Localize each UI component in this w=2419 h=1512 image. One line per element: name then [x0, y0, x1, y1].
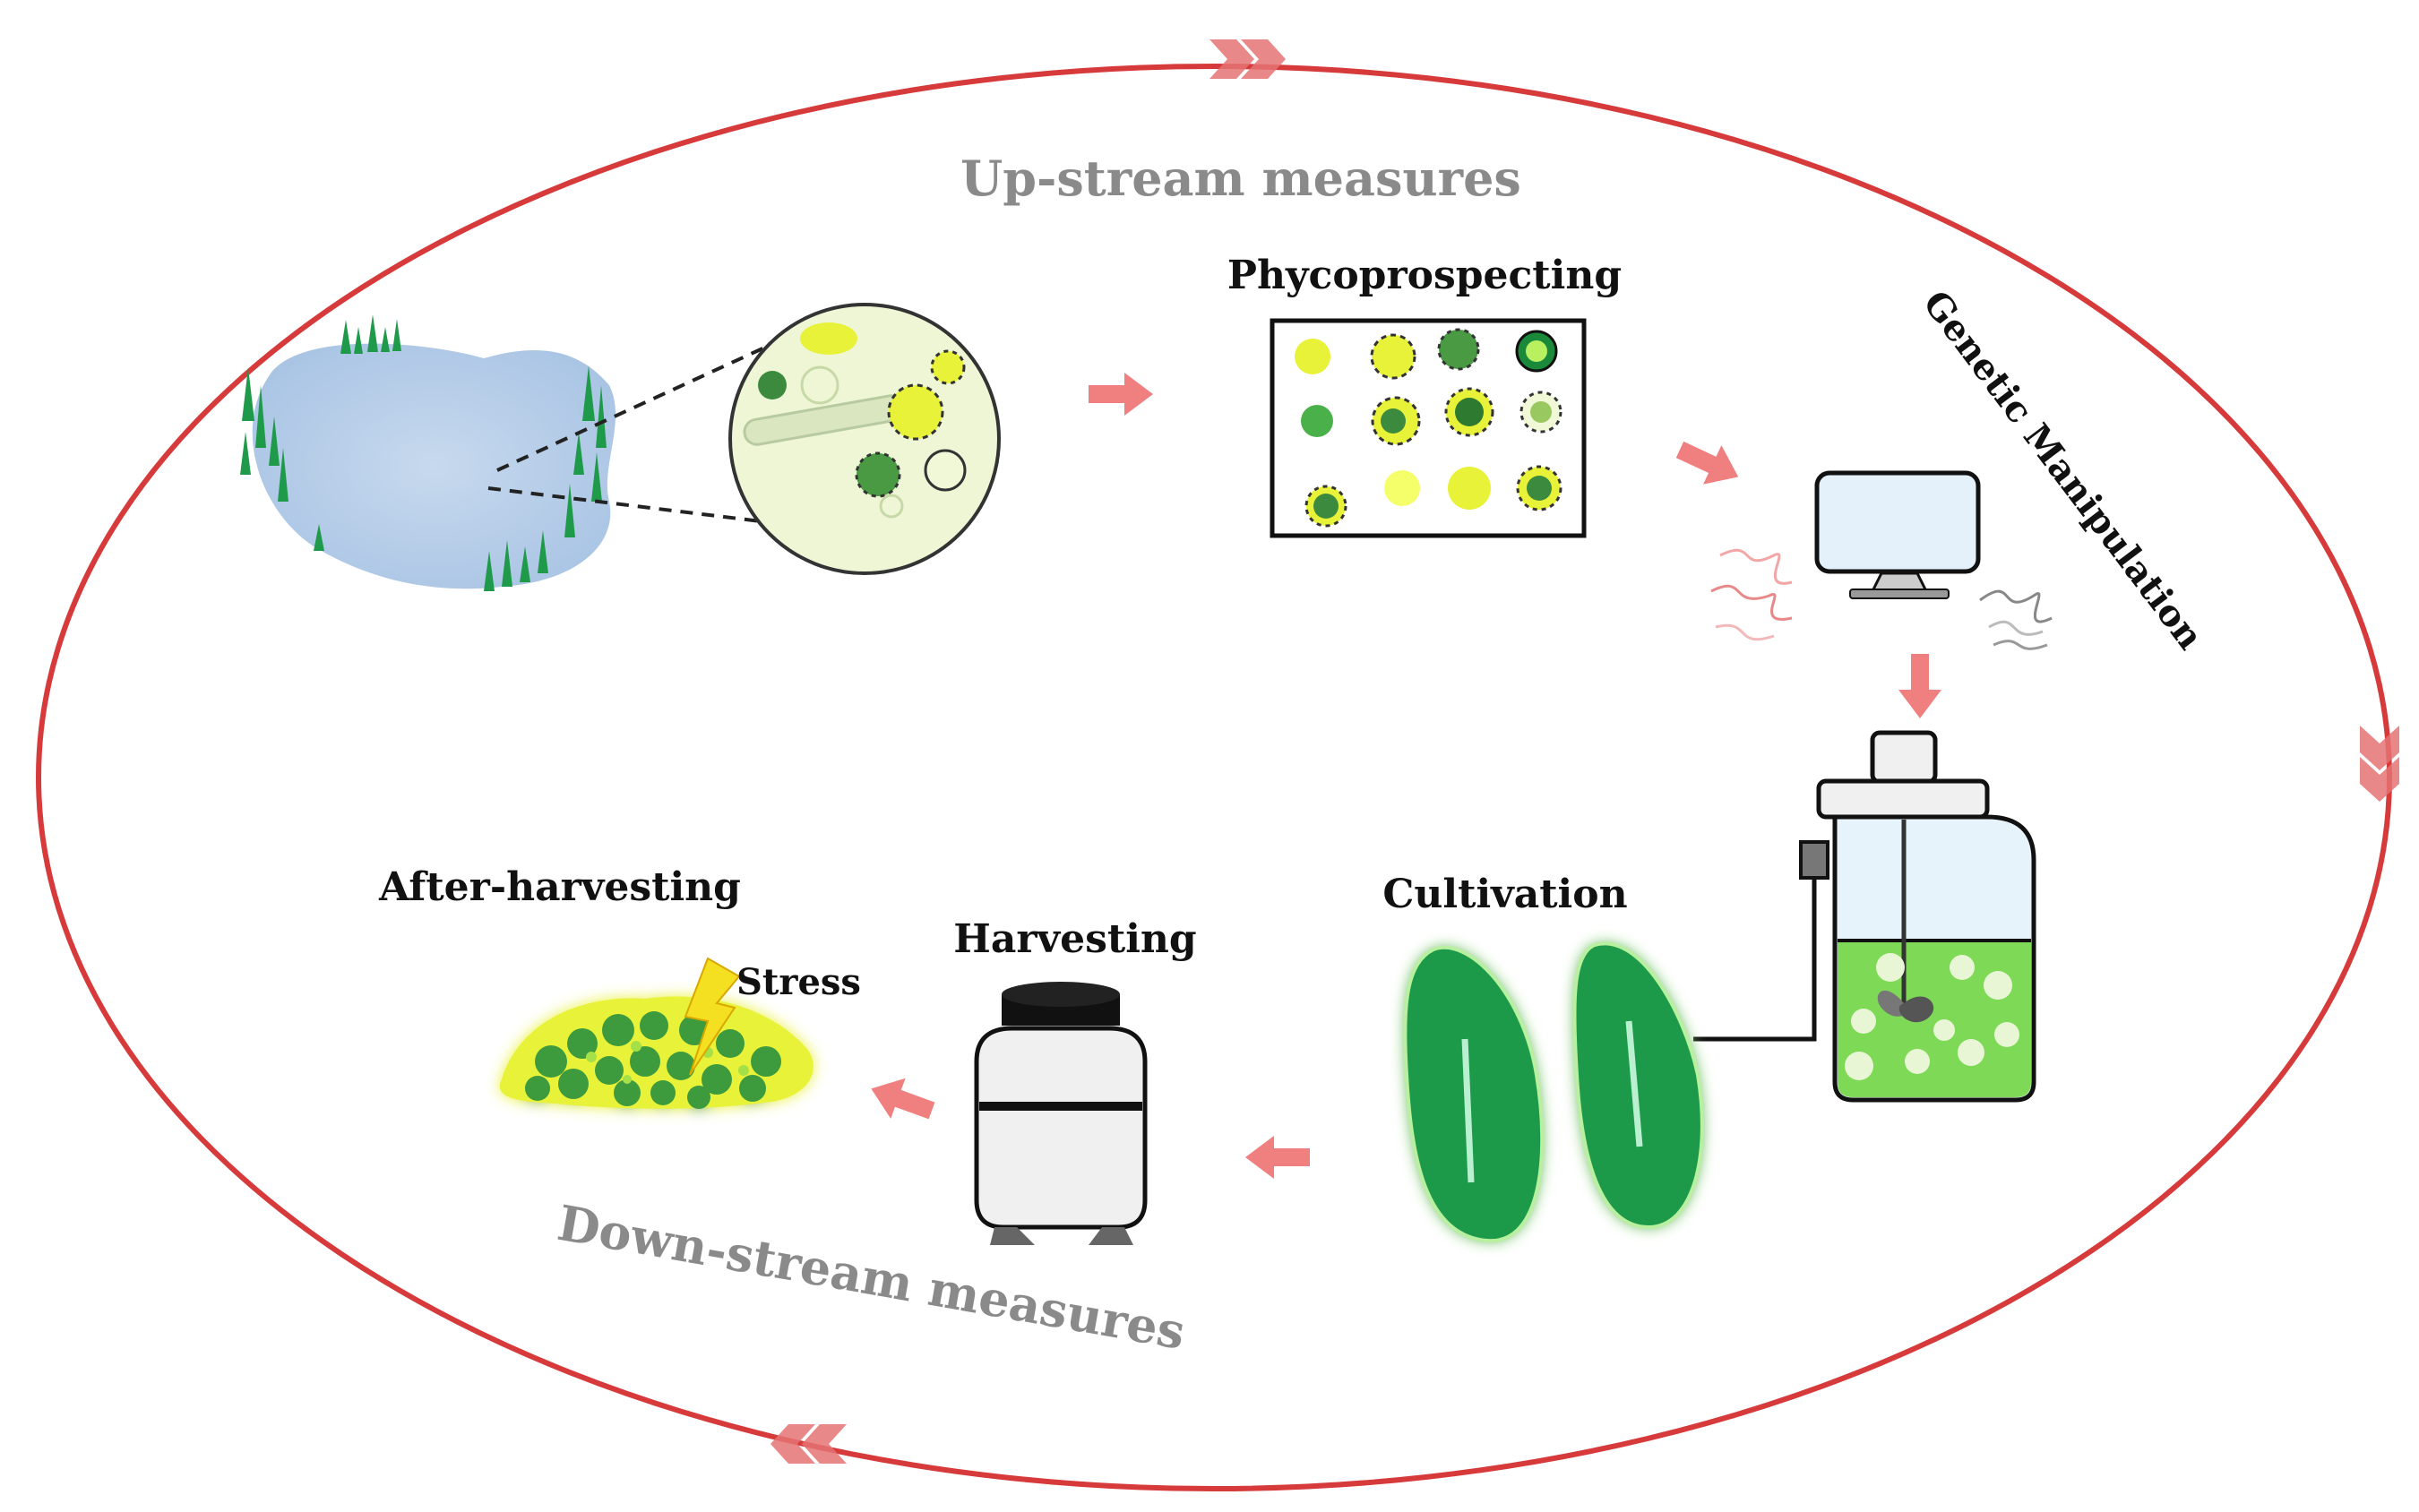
chevron-right-icon: [1210, 39, 1286, 79]
cultivation-label: Cultivation: [1382, 872, 1627, 917]
arrow-down-right-icon: [1675, 441, 1739, 485]
centrifuge-icon: [974, 982, 1148, 1245]
chevron-left-icon: [770, 1424, 847, 1464]
dna-strand-icon: [1710, 548, 1793, 641]
dna-strand-icon: [1979, 589, 2053, 650]
phycoprospecting-label: Phycoprospecting: [1227, 253, 1622, 298]
pond-illustration: [240, 314, 616, 591]
after-harvesting-label: After-harvesting: [378, 864, 741, 910]
algae-cluster-icon: [499, 996, 814, 1109]
zoom-line: [496, 343, 771, 472]
computer-monitor-icon: [1814, 470, 1981, 599]
arrow-left-icon: [871, 1078, 935, 1120]
photobioreactor-icon: [1693, 730, 2036, 1103]
phycoprospecting-plate: [1270, 318, 1587, 538]
stress-label: Stress: [736, 961, 861, 1003]
upstream-label: Up-stream measures: [960, 150, 1521, 207]
harvesting-label: Harvesting: [953, 916, 1196, 962]
lightning-bolt-icon: [684, 957, 741, 1076]
arrow-right-icon: [1089, 373, 1153, 416]
microscope-view: [728, 303, 1001, 575]
arrow-left-icon: [1245, 1136, 1310, 1179]
raceway-pond-icon: [1403, 941, 1704, 1243]
genetic-manipulation-label: Genetic Manipulation: [1915, 283, 2211, 657]
arrow-down-icon: [1898, 654, 1941, 718]
chevron-down-icon: [2360, 726, 2399, 802]
cycle-ellipse: [36, 64, 2392, 1491]
algae-colony-grid: [1295, 328, 1562, 528]
